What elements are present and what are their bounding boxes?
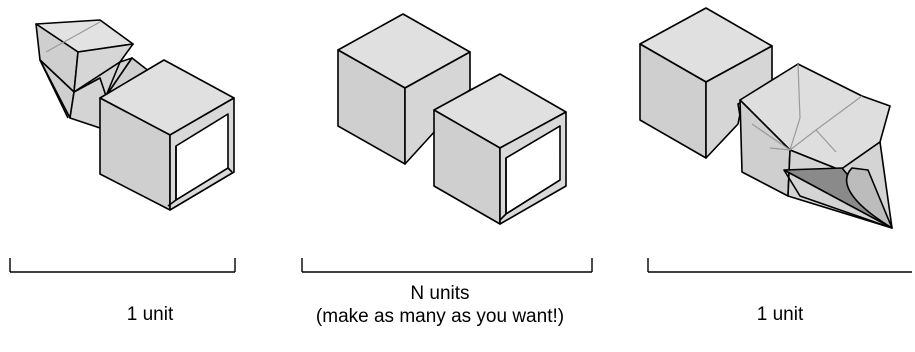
head-unit-label: 1 unit xyxy=(60,303,240,326)
body-unit-note: (make as many as you want!) xyxy=(240,305,640,328)
tail-unit-label: 1 unit xyxy=(680,303,880,326)
body-unit-label-group: N units (make as many as you want!) xyxy=(240,282,640,328)
head-bracket xyxy=(10,258,235,272)
brackets xyxy=(10,258,912,272)
body-unit-label: N units xyxy=(240,282,640,305)
body-bracket xyxy=(302,258,592,272)
tail-unit-figure xyxy=(640,8,892,228)
body-unit-figure xyxy=(338,14,566,224)
tail-end-piece xyxy=(740,64,892,228)
head-unit-figure xyxy=(36,20,234,210)
tail-bracket xyxy=(648,258,912,272)
